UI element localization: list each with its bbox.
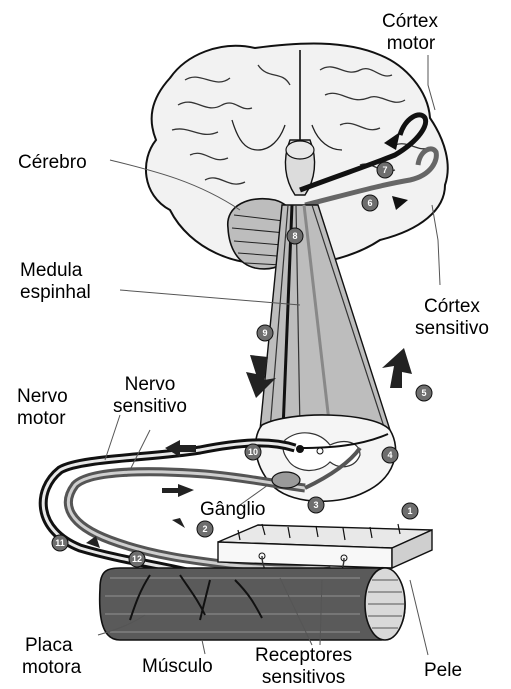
svg-text:3: 3 — [313, 500, 318, 510]
spinal-cord-section — [256, 415, 396, 501]
label-pele: Pele — [424, 660, 462, 682]
marker-2: 2 — [197, 521, 213, 537]
svg-text:5: 5 — [421, 388, 426, 398]
label-cerebro: Cérebro — [18, 152, 87, 174]
marker-3: 3 — [308, 497, 324, 513]
muscle — [100, 568, 405, 640]
label-ganglio: Gânglio — [200, 499, 266, 521]
svg-text:8: 8 — [292, 231, 297, 241]
marker-11: 11 — [52, 535, 68, 551]
svg-text:2: 2 — [202, 524, 207, 534]
label-musculo: Músculo — [142, 656, 213, 678]
marker-12: 12 — [129, 551, 145, 567]
svg-text:11: 11 — [55, 538, 65, 548]
marker-6: 6 — [362, 195, 378, 211]
marker-5: 5 — [416, 385, 432, 401]
svg-text:4: 4 — [387, 450, 392, 460]
svg-text:1: 1 — [407, 506, 412, 516]
svg-text:12: 12 — [132, 554, 142, 564]
marker-9: 9 — [257, 325, 273, 341]
marker-1: 1 — [402, 503, 418, 519]
marker-4: 4 — [382, 447, 398, 463]
svg-text:10: 10 — [248, 447, 258, 457]
marker-10: 10 — [245, 444, 261, 460]
svg-text:9: 9 — [262, 328, 267, 338]
svg-text:6: 6 — [367, 198, 372, 208]
svg-text:7: 7 — [382, 165, 387, 175]
marker-8: 8 — [287, 228, 303, 244]
marker-7: 7 — [377, 162, 393, 178]
